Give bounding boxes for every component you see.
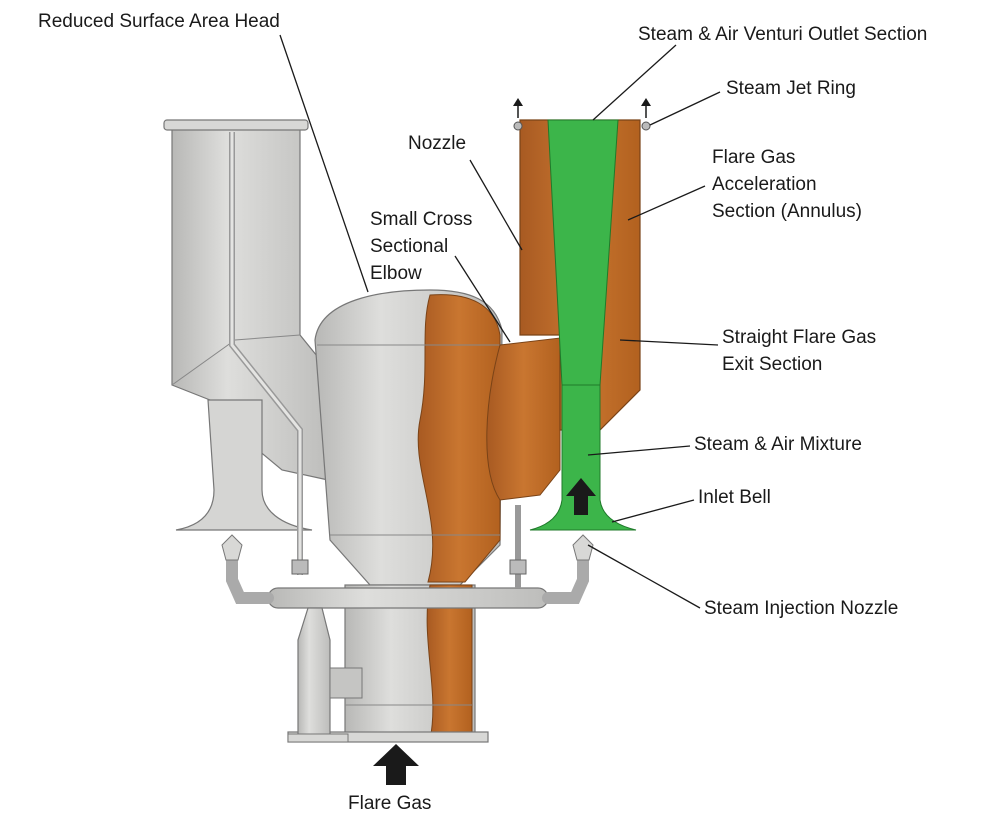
label-flare-gas: Flare Gas (348, 793, 431, 814)
label-steam-air-venturi-outlet: Steam & Air Venturi Outlet Section (638, 24, 927, 45)
steam-manifold (221, 505, 594, 743)
label-steam-injection-nozzle: Steam Injection Nozzle (704, 598, 898, 619)
label-steam-jet-ring: Steam Jet Ring (726, 78, 856, 99)
label-straight-exit-line-2: Exit Section (722, 354, 822, 375)
label-reduced-surface-area-head: Reduced Surface Area Head (38, 11, 280, 32)
label-straight-exit-line-1: Straight Flare Gas (722, 327, 876, 348)
venturi-stack (513, 98, 651, 531)
label-steam-air-mixture: Steam & Air Mixture (694, 434, 862, 455)
central-vessel (287, 289, 503, 743)
label-acceleration-line-2: Acceleration (712, 174, 817, 195)
label-acceleration-line-1: Flare Gas (712, 147, 795, 168)
label-acceleration-line-3: Section (Annulus) (712, 201, 862, 222)
leader-lines (279, 34, 721, 609)
label-nozzle: Nozzle (408, 133, 466, 154)
elbow (486, 337, 561, 501)
flare-gas-arrow (373, 744, 419, 785)
label-inlet-bell: Inlet Bell (698, 487, 771, 508)
label-elbow-line-2: Sectional (370, 236, 448, 257)
left-stack (163, 119, 331, 575)
label-elbow-line-3: Elbow (370, 263, 422, 284)
label-elbow-line-1: Small Cross (370, 209, 472, 230)
